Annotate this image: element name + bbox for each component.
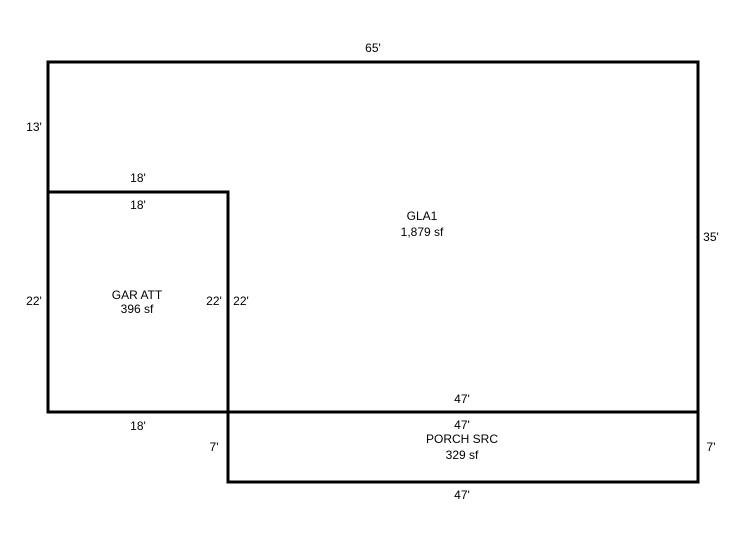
porch-dim-top: 47' [454,418,470,432]
gla-dim-top: 65' [365,41,381,55]
gla-dim-inner-right: 22' [233,294,249,308]
porch-dim-right: 7' [707,440,716,454]
gla-dim-inner-top: 18' [130,171,146,185]
garage-outline [46,190,230,414]
porch-area: 329 sf [446,448,479,462]
porch-name: PORCH SRC [426,432,498,446]
garage-dim-left: 22' [26,294,42,308]
porch-dim-left: 7' [210,440,219,454]
garage-dim-right: 22' [206,294,222,308]
gla-area: 1,879 sf [401,225,444,239]
garage-area: 396 sf [121,302,154,316]
gla-dim-right: 35' [703,230,719,244]
porch-outline [226,410,700,484]
gla-dim-bottom: 47' [454,392,470,406]
gla-name: GLA1 [407,209,438,223]
gla-outline [46,60,700,414]
garage-dim-bottom: 18' [130,419,146,433]
gla-dim-left-upper: 13' [26,120,42,134]
porch-dim-bottom: 47' [454,488,470,502]
garage-name: GAR ATT [112,288,163,302]
garage-dim-top: 18' [130,198,146,212]
